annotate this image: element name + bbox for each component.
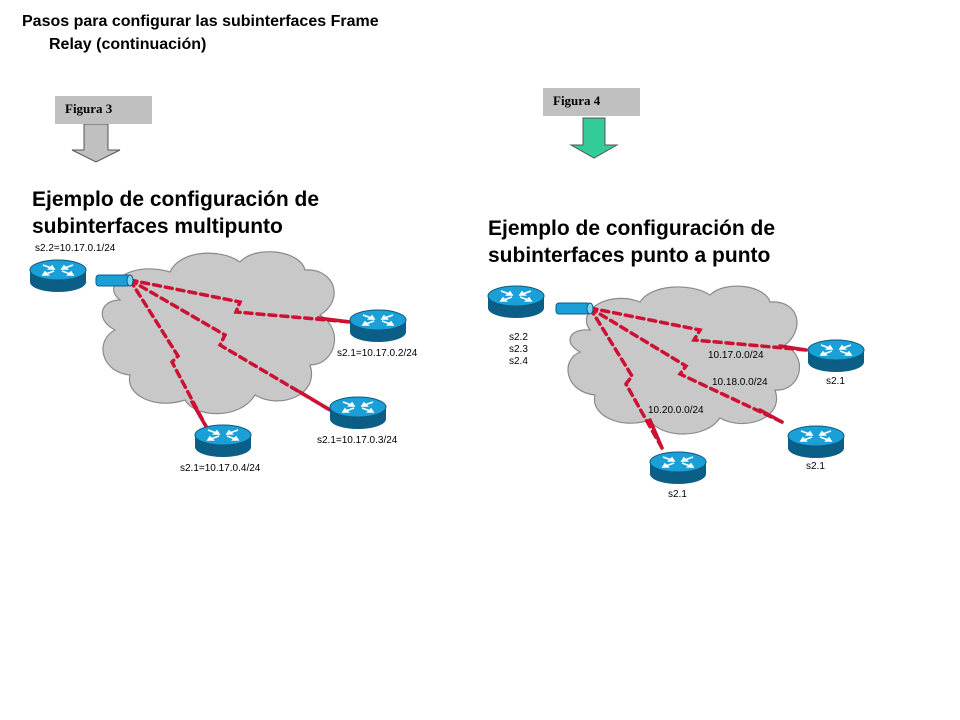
fig4-remote-router-2-icon	[787, 425, 845, 459]
fig4-serial-connector	[555, 302, 594, 315]
fig3-remote-label-3: s2.1=10.17.0.4/24	[180, 463, 261, 474]
fig4-hub-label-1: s2.2	[509, 332, 528, 343]
fig4-subnet-label-1: 10.17.0.0/24	[708, 350, 764, 361]
fig4-frame-relay-cloud	[567, 285, 801, 435]
slide-title-line1: Pasos para configurar las subinterfaces …	[22, 13, 379, 30]
slide-title-line2: Relay (continuación)	[49, 36, 207, 53]
fig4-links	[588, 306, 808, 450]
fig3-down-arrow-icon	[71, 123, 121, 163]
fig4-remote-router-3-icon	[649, 451, 707, 485]
fig3-hub-label: s2.2=10.17.0.1/24	[35, 243, 116, 254]
fig3-remote-router-3-icon	[194, 424, 252, 458]
fig4-remote-label-1: s2.1	[826, 376, 845, 387]
fig4-subnet-label-2: 10.18.0.0/24	[712, 377, 768, 388]
fig3-links	[128, 278, 352, 432]
fig3-heading: Ejemplo de configuración de subinterface…	[32, 186, 319, 240]
fig3-serial-connector	[95, 274, 134, 287]
fig4-heading-line1: Ejemplo de configuración de	[488, 217, 776, 240]
fig4-remote-router-1-icon	[807, 339, 865, 373]
fig3-remote-label-2: s2.1=10.17.0.3/24	[317, 435, 398, 446]
fig3-remote-router-1-icon	[349, 309, 407, 343]
fig4-heading-line2: subinterfaces punto a punto	[488, 244, 771, 267]
fig3-hub-router-icon	[29, 259, 87, 293]
fig3-heading-line2: subinterfaces multipunto	[32, 215, 283, 238]
fig3-remote-label-1: s2.1=10.17.0.2/24	[337, 348, 418, 359]
fig4-down-arrow-icon	[569, 117, 619, 159]
fig3-heading-line1: Ejemplo de configuración de	[32, 188, 320, 211]
fig4-tag: Figura 4	[543, 88, 640, 116]
fig3-tag: Figura 3	[55, 96, 152, 124]
fig4-remote-label-2: s2.1	[806, 461, 825, 472]
fig4-subnet-label-3: 10.20.0.0/24	[648, 405, 704, 416]
fig4-hub-label-2: s2.3	[509, 344, 528, 355]
fig4-hub-label-3: s2.4	[509, 356, 528, 367]
fig3-remote-router-2-icon	[329, 396, 387, 430]
fig4-remote-label-3: s2.1	[668, 489, 687, 500]
slide-title: Pasos para configurar las subinterfaces …	[22, 10, 442, 56]
fig4-heading: Ejemplo de configuración de subinterface…	[488, 215, 775, 269]
fig4-hub-router-icon	[487, 285, 545, 319]
